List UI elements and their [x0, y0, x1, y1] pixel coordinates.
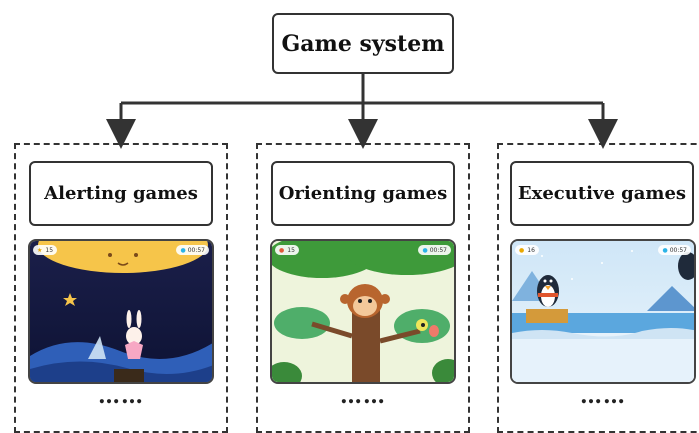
wooden-raft — [526, 309, 568, 323]
executive-games-label: Executive games — [517, 183, 687, 204]
star-icon — [63, 293, 77, 306]
alerting-more-ellipsis: …… — [98, 383, 144, 409]
moon-shape — [38, 241, 208, 273]
connector-lines — [106, 74, 618, 149]
orienting-games-node: Orienting games — [271, 161, 455, 226]
alerting-timer-badge: ●00:57 — [176, 245, 209, 255]
orienting-more-ellipsis: …… — [340, 383, 386, 409]
alerting-game-screenshot: ★15 ●00:57 — [28, 239, 214, 384]
alerting-games-node: Alerting games — [29, 161, 213, 226]
executive-score-badge: ●16 — [515, 245, 539, 255]
executive-timer-badge: ●00:57 — [658, 245, 691, 255]
executive-game-screenshot: ●16 ●00:57 — [510, 239, 696, 384]
orienting-timer-badge: ●00:57 — [418, 245, 451, 255]
root-node-game-system: Game system — [272, 13, 454, 74]
executive-more-ellipsis: …… — [580, 383, 626, 409]
orienting-score-badge: ●15 — [275, 245, 299, 255]
executive-games-node: Executive games — [510, 161, 694, 226]
bunny-character — [126, 327, 142, 345]
root-node-label: Game system — [281, 30, 445, 57]
orienting-game-screenshot: ●15 ●00:57 — [270, 239, 456, 384]
orienting-games-label: Orienting games — [278, 183, 448, 204]
alerting-games-label: Alerting games — [44, 183, 198, 204]
alerting-score-badge: ★15 — [33, 245, 58, 255]
